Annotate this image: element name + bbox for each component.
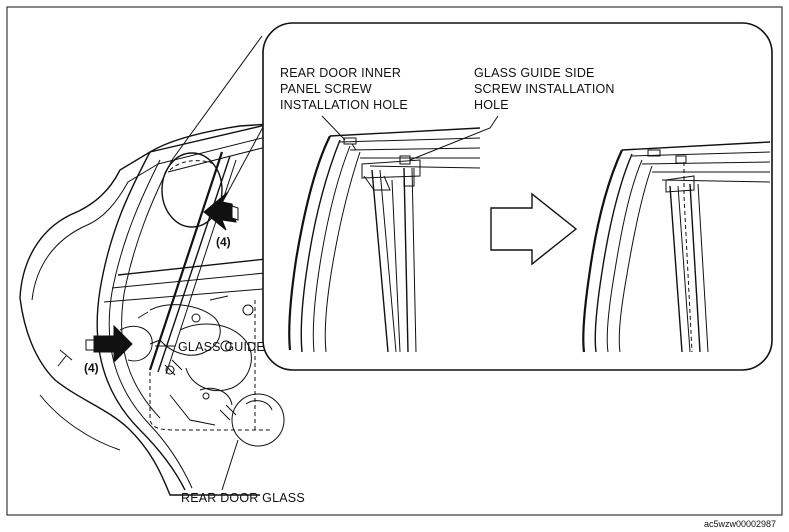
glass-guide-hole-leader [409,115,499,161]
step-label-upper: (4) [216,235,231,249]
transition-arrow-icon [490,192,578,266]
figure-frame [6,6,783,516]
step-label-lower: (4) [84,361,99,375]
rear-door-glass-leader [221,439,239,491]
inner-panel-hole-label: REAR DOOR INNER PANEL SCREW INSTALLATION… [280,66,408,112]
zoom-circle [161,152,223,228]
figure-code: ac5wzw00002987 [704,519,776,529]
push-arrow-icon [203,191,239,231]
zoom-line-top [171,35,263,161]
glass-guide-hole-label: GLASS GUIDE SIDE SCREW INSTALLATION HOLE [474,66,618,112]
glass-guide-label: GLASS GUIDE [178,340,265,354]
detail-before [288,127,481,353]
rear-door-glass-label: REAR DOOR GLASS [181,491,305,505]
detail-after [582,141,771,353]
push-arrow-icon [85,324,133,364]
rear-door-illustration [19,123,285,496]
